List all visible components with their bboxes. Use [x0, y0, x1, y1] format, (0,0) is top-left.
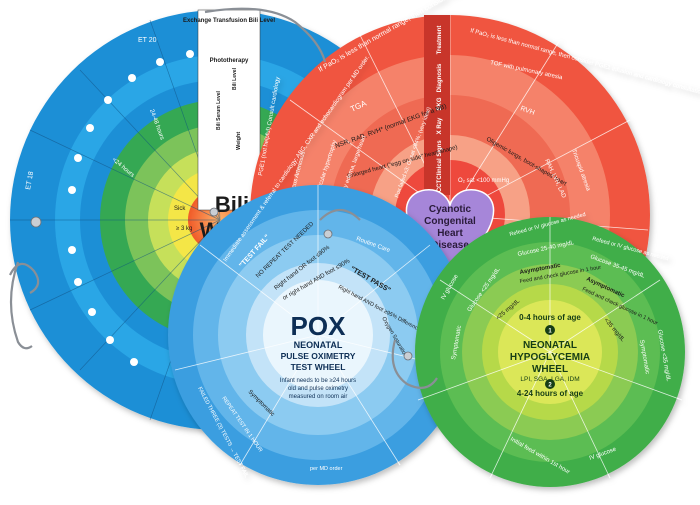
- ring-clip-right: [391, 339, 438, 389]
- bili-phototherapy-label: Phototherapy: [210, 58, 249, 64]
- hypo-symptomatic-label: Symptomatic: [451, 325, 463, 360]
- hypo-badge-1: [545, 325, 555, 335]
- hypo-badge-1-text: 1: [548, 329, 552, 335]
- bili-exchange-label: Exchange Transfusion Bili Level: [183, 18, 275, 24]
- heart-title-1: Cyanotic: [429, 204, 472, 215]
- pox-note-1: Infant needs to be ≥24 hours: [280, 378, 356, 384]
- heart-title-3: Heart: [437, 228, 463, 239]
- hypo-title-3: WHEEL: [532, 364, 568, 375]
- heart-tab-column: [424, 15, 450, 195]
- heart-title-4: Disease: [431, 240, 469, 251]
- pox-sub-2: PULSE OXIMETRY: [281, 351, 356, 361]
- pox-per-md-label: per MD order: [310, 466, 343, 472]
- pox-spokes: [174, 185, 461, 466]
- pox-note-3: measured on room air: [289, 394, 348, 400]
- bili-level-label: Bili Level: [232, 67, 238, 90]
- bili-dot-ring: [68, 50, 194, 366]
- bili-kg-label: ≥ 3 kg: [176, 226, 192, 232]
- hypo-title-1: NEONATAL: [523, 340, 577, 351]
- hypo-badge-2-text: 2: [548, 383, 552, 389]
- heart-tab-treatment: Treatment: [437, 26, 443, 55]
- ring-clip-left-2: [9, 262, 40, 294]
- heart-o2sat-label: O₂ sat <100 mmHg: [458, 178, 509, 184]
- bili-sick-label: Sick: [174, 206, 186, 212]
- hypo-symptomatic2-label: Symptomatic: [638, 339, 650, 374]
- pox-title: POX: [291, 311, 347, 341]
- bili-header-column: [197, 9, 261, 211]
- hypoglycemia-wheel: Refeed or IV glucose as needed Refeed or…: [415, 212, 685, 487]
- pox-sub-1: NEONATAL: [294, 340, 343, 350]
- hypo-spokes: [417, 217, 683, 479]
- heart-tab-cct: CCT: [437, 180, 443, 193]
- heart-tab-diagnosis: Diagnosis: [437, 63, 443, 92]
- pox-note-2: old and pulse oximetry: [288, 386, 348, 392]
- bili-weight-label: Weight: [236, 132, 242, 150]
- binder-rings: [9, 7, 438, 389]
- heart-tab-xray: X Ray: [437, 117, 443, 134]
- hypo-age2-label: 4-24 hours of age: [517, 389, 584, 398]
- pox-sub-3: TEST WHEEL: [291, 362, 346, 372]
- heart-title-2: Congenital: [424, 216, 476, 227]
- ring-clip-left: [9, 261, 33, 350]
- bili-et18-label: ET 18: [25, 171, 35, 191]
- hypo-sub: LPI, SGA, LGA, IDM: [520, 376, 579, 383]
- heart-tab-ekg: EKG: [437, 97, 443, 110]
- heart-tab-clinical: Clinical Signs: [437, 140, 443, 180]
- hypo-age-label: 0-4 hours of age: [519, 313, 581, 322]
- bili-serum-label: Bili Serum Level: [216, 90, 222, 130]
- bili-et20-label: ET 20: [138, 37, 157, 44]
- ring-clip-center: [319, 208, 361, 221]
- hypo-title-2: HYPOGLYCEMIA: [510, 352, 590, 363]
- heart-rvh-label: RVH: [519, 105, 535, 117]
- hypo-badge-2: [545, 379, 555, 389]
- ring-clip-top: [204, 7, 327, 63]
- ring-grommets: [30, 207, 413, 361]
